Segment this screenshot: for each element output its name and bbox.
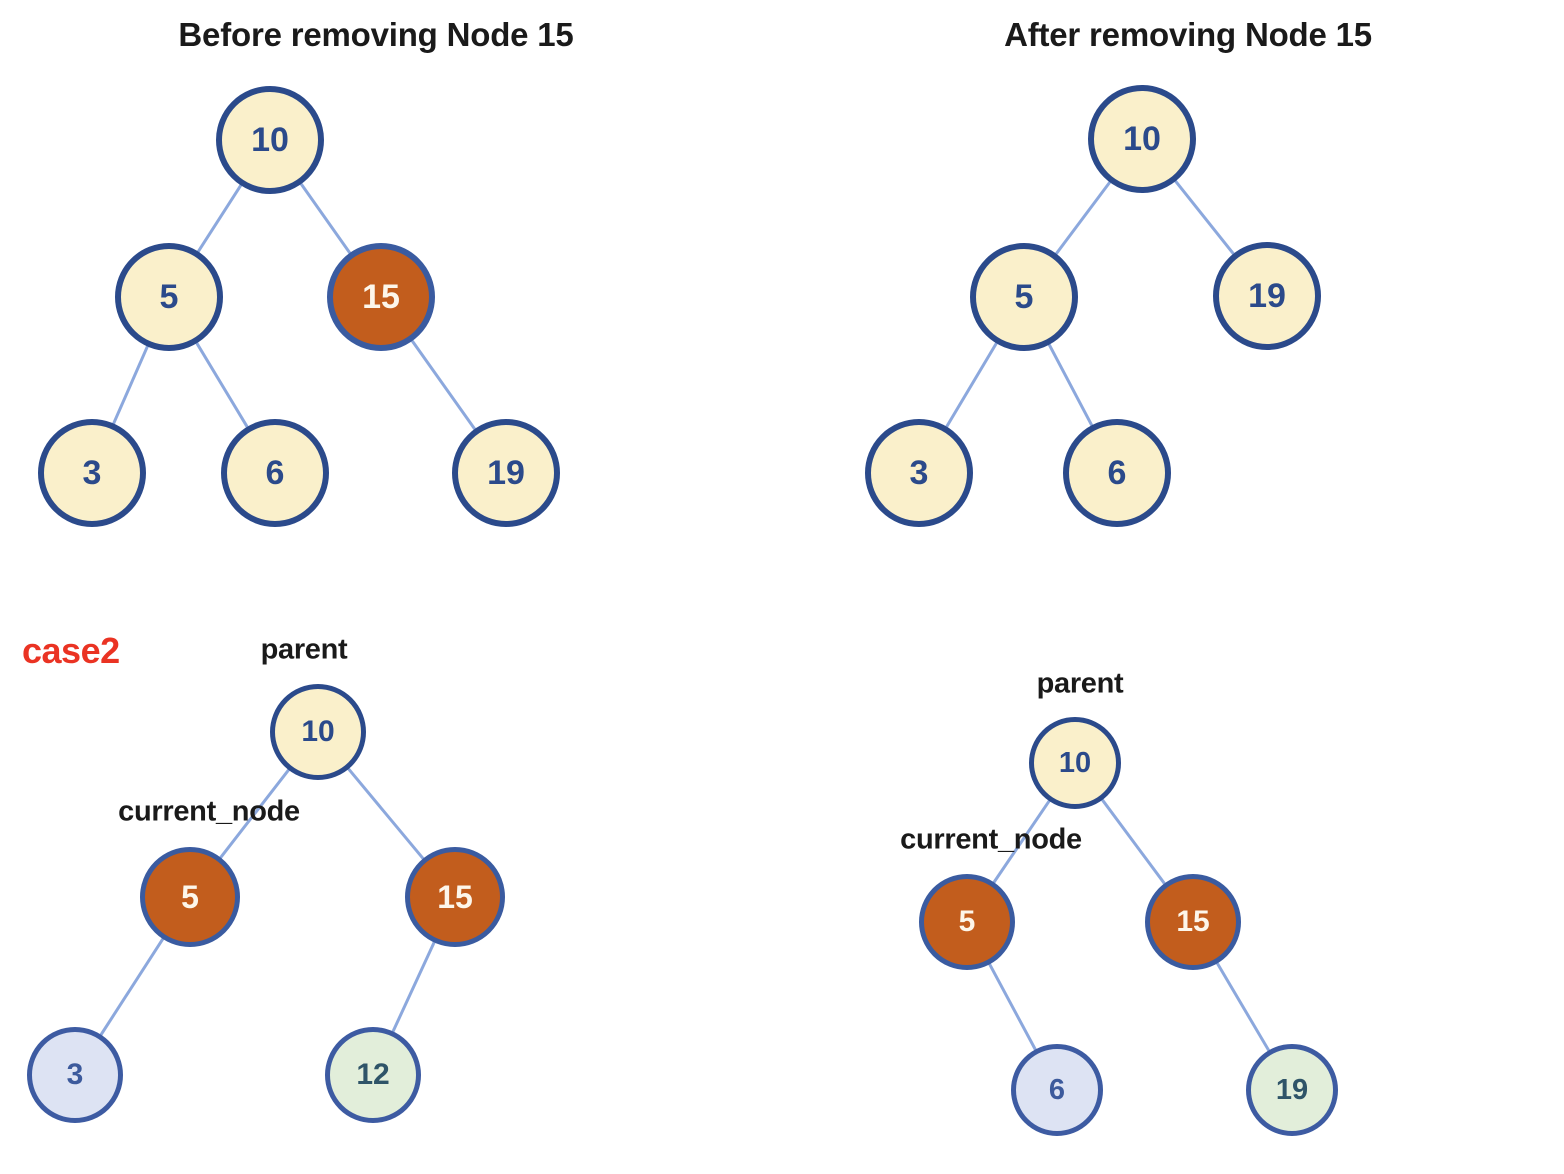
tree-node-15[interactable]: 15 (1145, 874, 1241, 970)
panel-title-before: Before removing Node 15 (178, 16, 574, 53)
tree-edge (194, 181, 245, 256)
tree-node-value: 10 (251, 121, 289, 159)
tree-node-3[interactable]: 3 (865, 419, 973, 527)
tree-node-10[interactable]: 10 (216, 86, 324, 194)
tree-node-value: 19 (1248, 277, 1286, 315)
tree-node-10[interactable]: 10 (1088, 85, 1196, 193)
tree-node-6[interactable]: 6 (221, 419, 329, 527)
tree-edge (390, 938, 438, 1036)
tree-node-3[interactable]: 3 (38, 419, 146, 527)
tree-node-value: 3 (66, 1058, 84, 1091)
tree-node-5[interactable]: 5 (970, 243, 1078, 351)
tree-edge (97, 934, 167, 1039)
annotation-current-node-bottom-right: current_node (900, 823, 1082, 856)
tree-node-6[interactable]: 6 (1011, 1044, 1103, 1136)
tree-node-10[interactable]: 10 (270, 684, 366, 780)
tree-node-value: 5 (958, 905, 976, 938)
tree-node-value: 19 (487, 454, 525, 492)
tree-edge (344, 764, 427, 863)
tree-node-value: 5 (159, 278, 179, 316)
tree-edge (1214, 959, 1272, 1055)
tree-node-19[interactable]: 19 (1246, 1044, 1338, 1136)
tree-node-15[interactable]: 15 (327, 243, 435, 351)
tree-edge (1052, 178, 1114, 258)
tree-edge (408, 336, 479, 434)
tree-edge (1171, 177, 1238, 258)
tree-node-5[interactable]: 5 (919, 874, 1015, 970)
tree-node-value: 15 (362, 278, 400, 316)
tree-node-10[interactable]: 10 (1029, 717, 1121, 809)
tree-edge (1046, 340, 1095, 430)
tree-node-12[interactable]: 12 (325, 1027, 421, 1123)
tree-node-value: 5 (1014, 278, 1034, 316)
case-label-case2: case2 (22, 630, 120, 671)
tree-node-value: 3 (909, 454, 929, 492)
tree-node-value: 3 (82, 454, 102, 492)
tree-node-value: 10 (301, 715, 335, 748)
tree-node-value: 6 (265, 454, 285, 492)
tree-edge (297, 179, 354, 258)
tree-node-19[interactable]: 19 (452, 419, 560, 527)
tree-edge (1098, 795, 1169, 888)
tree-node-value: 19 (1275, 1073, 1309, 1106)
tree-node-value: 10 (1058, 746, 1092, 779)
tree-node-value: 10 (1123, 120, 1161, 158)
tree-node-3[interactable]: 3 (27, 1027, 123, 1123)
annotation-parent-bottom-right: parent (1036, 667, 1124, 700)
tree-edge (193, 339, 251, 431)
tree-edge (986, 960, 1039, 1054)
tree-node-value: 5 (181, 879, 199, 915)
annotation-current-node-bottom-left: current_node (118, 795, 300, 828)
tree-node-value: 15 (437, 879, 473, 915)
annotation-parent-bottom-left: parent (260, 633, 348, 666)
panel-title-after: After removing Node 15 (1004, 16, 1372, 53)
tree-node-value: 6 (1107, 454, 1127, 492)
tree-node-value: 6 (1048, 1073, 1066, 1106)
tree-node-value: 15 (1176, 905, 1210, 938)
tree-edge (110, 342, 151, 428)
tree-node-5[interactable]: 5 (140, 847, 240, 947)
tree-edge (943, 339, 1000, 431)
tree-node-value: 12 (356, 1058, 390, 1091)
tree-node-15[interactable]: 15 (405, 847, 505, 947)
tree-node-5[interactable]: 5 (115, 243, 223, 351)
tree-node-19[interactable]: 19 (1213, 242, 1321, 350)
tree-node-6[interactable]: 6 (1063, 419, 1171, 527)
